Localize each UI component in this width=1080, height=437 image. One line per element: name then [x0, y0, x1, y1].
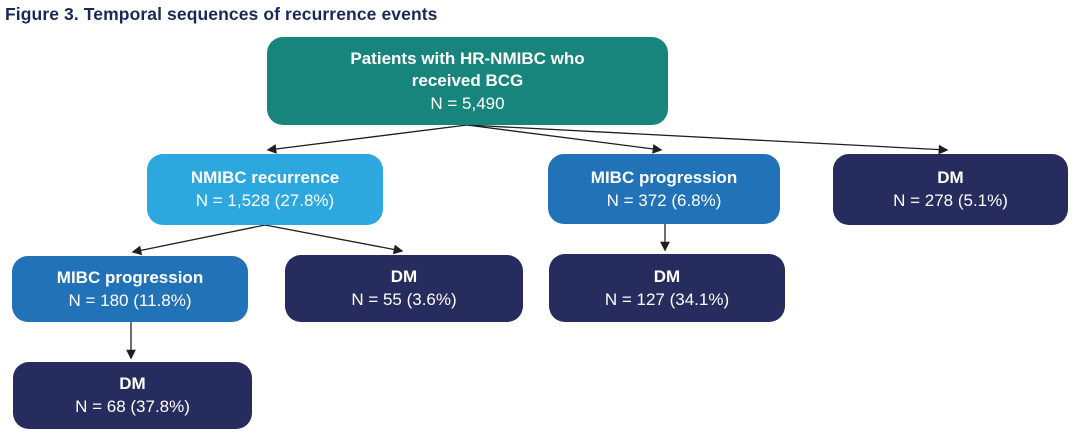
- node-value: N = 68 (37.8%): [75, 397, 190, 416]
- figure-title: Figure 3. Temporal sequences of recurren…: [5, 4, 438, 24]
- arrow-root-to-nmibc-recurrence: [266, 124, 468, 154]
- node-value: N = 278 (5.1%): [893, 191, 1008, 210]
- node-label: Patients with HR-NMIBC who received BCG: [350, 48, 584, 92]
- node-label: DM: [937, 168, 964, 187]
- node-value: N = 5,490: [430, 93, 505, 113]
- node-value: N = 55 (3.6%): [351, 290, 457, 309]
- node-value: N = 180 (11.8%): [68, 290, 192, 310]
- node-mibc-progression-after-recurrence: MIBC progression N = 180 (11.8%): [12, 256, 248, 322]
- node-value: N = 127 (34.1%): [604, 289, 730, 309]
- node-value: N = 372 (6.8%): [606, 190, 722, 210]
- arrow-nmibc-to-dm: [264, 224, 404, 255]
- node-dm-after-mibc-after-recurrence: DM N = 68 (37.8%): [13, 362, 252, 429]
- arrow-nmibc-to-mibc-progression: [131, 224, 266, 256]
- node-label: DM: [390, 267, 418, 286]
- node-label: DM: [653, 266, 681, 286]
- node-dm-after-progression: DM N = 127 (34.1%): [549, 254, 785, 322]
- node-label-line1: Patients with HR-NMIBC who: [350, 48, 585, 68]
- node-patients-root: Patients with HR-NMIBC who received BCG …: [267, 37, 668, 125]
- node-label: DM: [119, 374, 146, 393]
- node-dm-direct: DM N = 278 (5.1%): [833, 154, 1068, 225]
- arrow-root-to-mibc-progression: [466, 124, 663, 154]
- node-label: NMIBC recurrence: [190, 168, 340, 187]
- node-label: MIBC progression: [56, 267, 204, 287]
- node-value: N = 1,528 (27.8%): [195, 191, 335, 210]
- node-nmibc-recurrence: NMIBC recurrence N = 1,528 (27.8%): [147, 154, 383, 225]
- node-dm-after-recurrence: DM N = 55 (3.6%): [285, 255, 523, 322]
- arrow-root-to-dm: [466, 124, 949, 155]
- node-label-line2: received BCG: [411, 70, 524, 90]
- node-mibc-progression: MIBC progression N = 372 (6.8%): [548, 154, 780, 224]
- node-label: MIBC progression: [590, 167, 738, 187]
